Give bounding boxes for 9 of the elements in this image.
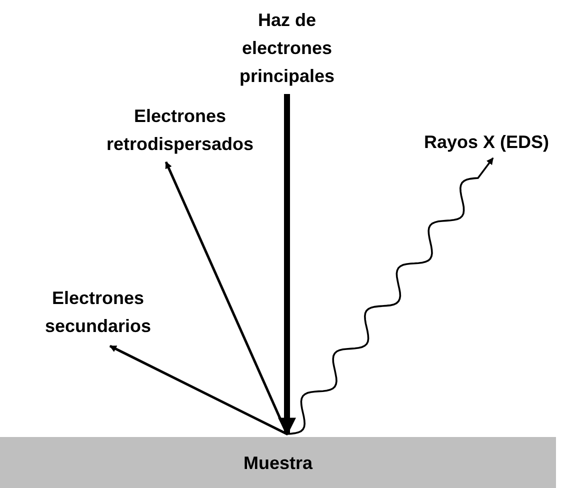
- beam-label: Haz de electrones principales: [222, 6, 352, 90]
- arrow: [109, 344, 288, 436]
- arrow: [278, 94, 296, 436]
- sample-label: Muestra: [243, 452, 313, 474]
- xray-label: Rayos X (EDS): [414, 128, 559, 156]
- backscattered-label: Electrones retrodispersados: [95, 102, 265, 158]
- sample-bar: [0, 437, 556, 488]
- wavy-arrow: [286, 157, 494, 435]
- secondary-label: Electrones secundarios: [28, 284, 168, 340]
